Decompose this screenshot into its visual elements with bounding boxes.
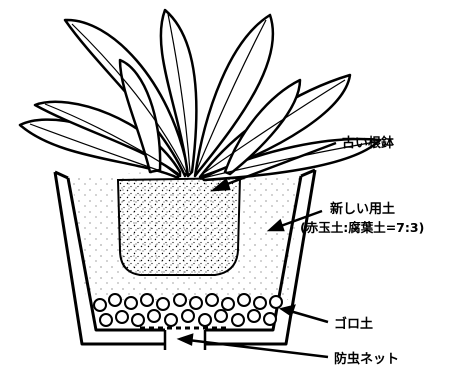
label-new-soil: 新しい用土 xyxy=(330,202,396,217)
pot xyxy=(53,168,317,350)
leaves xyxy=(18,8,382,182)
label-insect-net: 防虫ネット xyxy=(334,352,400,367)
label-gravel: ゴロ土 xyxy=(334,317,374,332)
leader-lines xyxy=(176,141,337,359)
gravel-layer xyxy=(93,293,283,327)
old-root-ball xyxy=(116,176,242,276)
leaf-veins xyxy=(29,13,376,179)
label-old-root-ball: 古い根鉢 xyxy=(342,136,395,151)
label-soil-mix: (赤玉土:腐葉土=7:3) xyxy=(300,220,425,235)
